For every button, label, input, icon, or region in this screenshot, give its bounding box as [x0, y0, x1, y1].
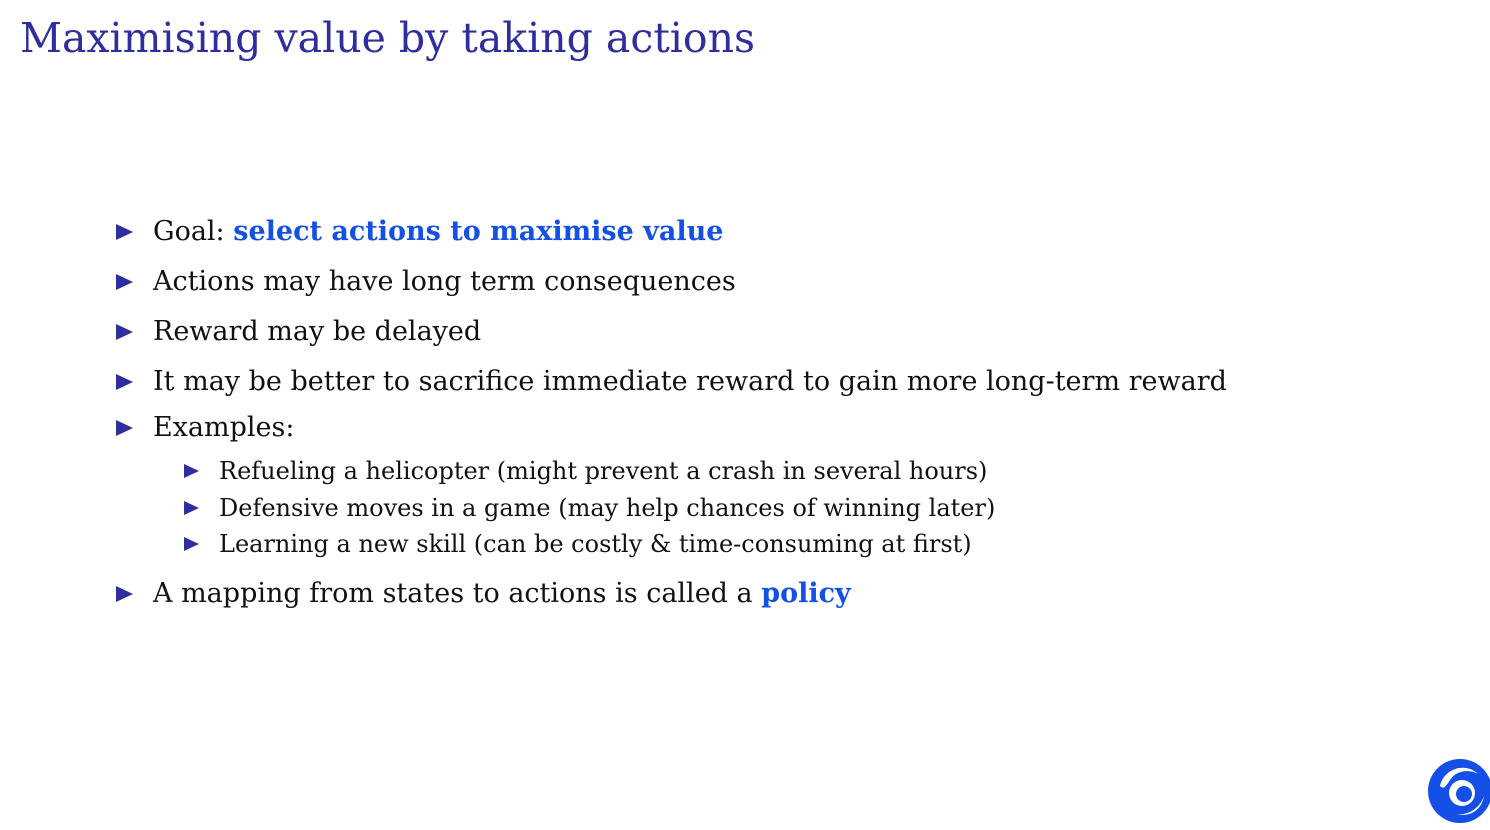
right-triangle-icon	[116, 274, 133, 290]
bullet-text: It may be better to sacrifice immediate …	[153, 366, 1227, 397]
bullet-text: A mapping from states to actions is call…	[153, 574, 851, 614]
right-triangle-icon	[184, 464, 199, 478]
bullet-item-sacrifice: It may be better to sacrifice immediate …	[116, 362, 1227, 402]
logo-icon	[1426, 756, 1490, 828]
example-item-defensive-moves: Defensive moves in a game (may help chan…	[184, 490, 995, 526]
bullet-marker	[116, 312, 153, 352]
bullet-text: Goal: select actions to maximise value	[153, 212, 723, 252]
bullet-item-consequences: Actions may have long term consequences	[116, 262, 736, 302]
logo-graphic	[1428, 759, 1490, 823]
sub-bullet-marker	[184, 490, 219, 526]
bullet-text: Actions may have long term consequences	[153, 266, 736, 297]
right-triangle-icon	[116, 224, 133, 240]
right-triangle-icon	[116, 324, 133, 340]
bullet-marker	[116, 212, 153, 252]
right-triangle-icon	[184, 501, 199, 515]
bullet-marker	[116, 574, 153, 614]
bullet-item-delayed: Reward may be delayed	[116, 312, 481, 352]
example-text: Defensive moves in a game (may help chan…	[219, 494, 996, 522]
example-text: Learning a new skill (can be costly & ti…	[219, 530, 972, 558]
right-triangle-icon	[116, 586, 133, 602]
slide-title: Maximising value by taking actions	[20, 14, 756, 62]
highlight-text: policy	[761, 578, 851, 609]
example-text: Refueling a helicopter (might prevent a …	[219, 457, 988, 485]
bullet-text: Examples:	[153, 412, 295, 443]
bullet-marker	[116, 408, 153, 448]
bullet-item-examples: Examples:	[116, 408, 295, 448]
bullet-prefix: Goal:	[153, 216, 234, 247]
right-triangle-icon	[116, 374, 133, 390]
sub-bullet-marker	[184, 526, 219, 562]
bullet-text: Reward may be delayed	[153, 316, 482, 347]
example-item-helicopter: Refueling a helicopter (might prevent a …	[184, 453, 987, 489]
bullet-prefix: A mapping from states to actions is call…	[153, 578, 762, 609]
example-item-new-skill: Learning a new skill (can be costly & ti…	[184, 526, 972, 562]
right-triangle-icon	[116, 420, 133, 436]
bullet-marker	[116, 262, 153, 302]
bullet-item-policy: A mapping from states to actions is call…	[116, 574, 851, 614]
bullet-marker	[116, 362, 153, 402]
sub-bullet-marker	[184, 453, 219, 489]
highlight-text: select actions to maximise value	[233, 216, 724, 247]
right-triangle-icon	[184, 537, 199, 551]
bullet-item-goal: Goal: select actions to maximise value	[116, 212, 723, 252]
